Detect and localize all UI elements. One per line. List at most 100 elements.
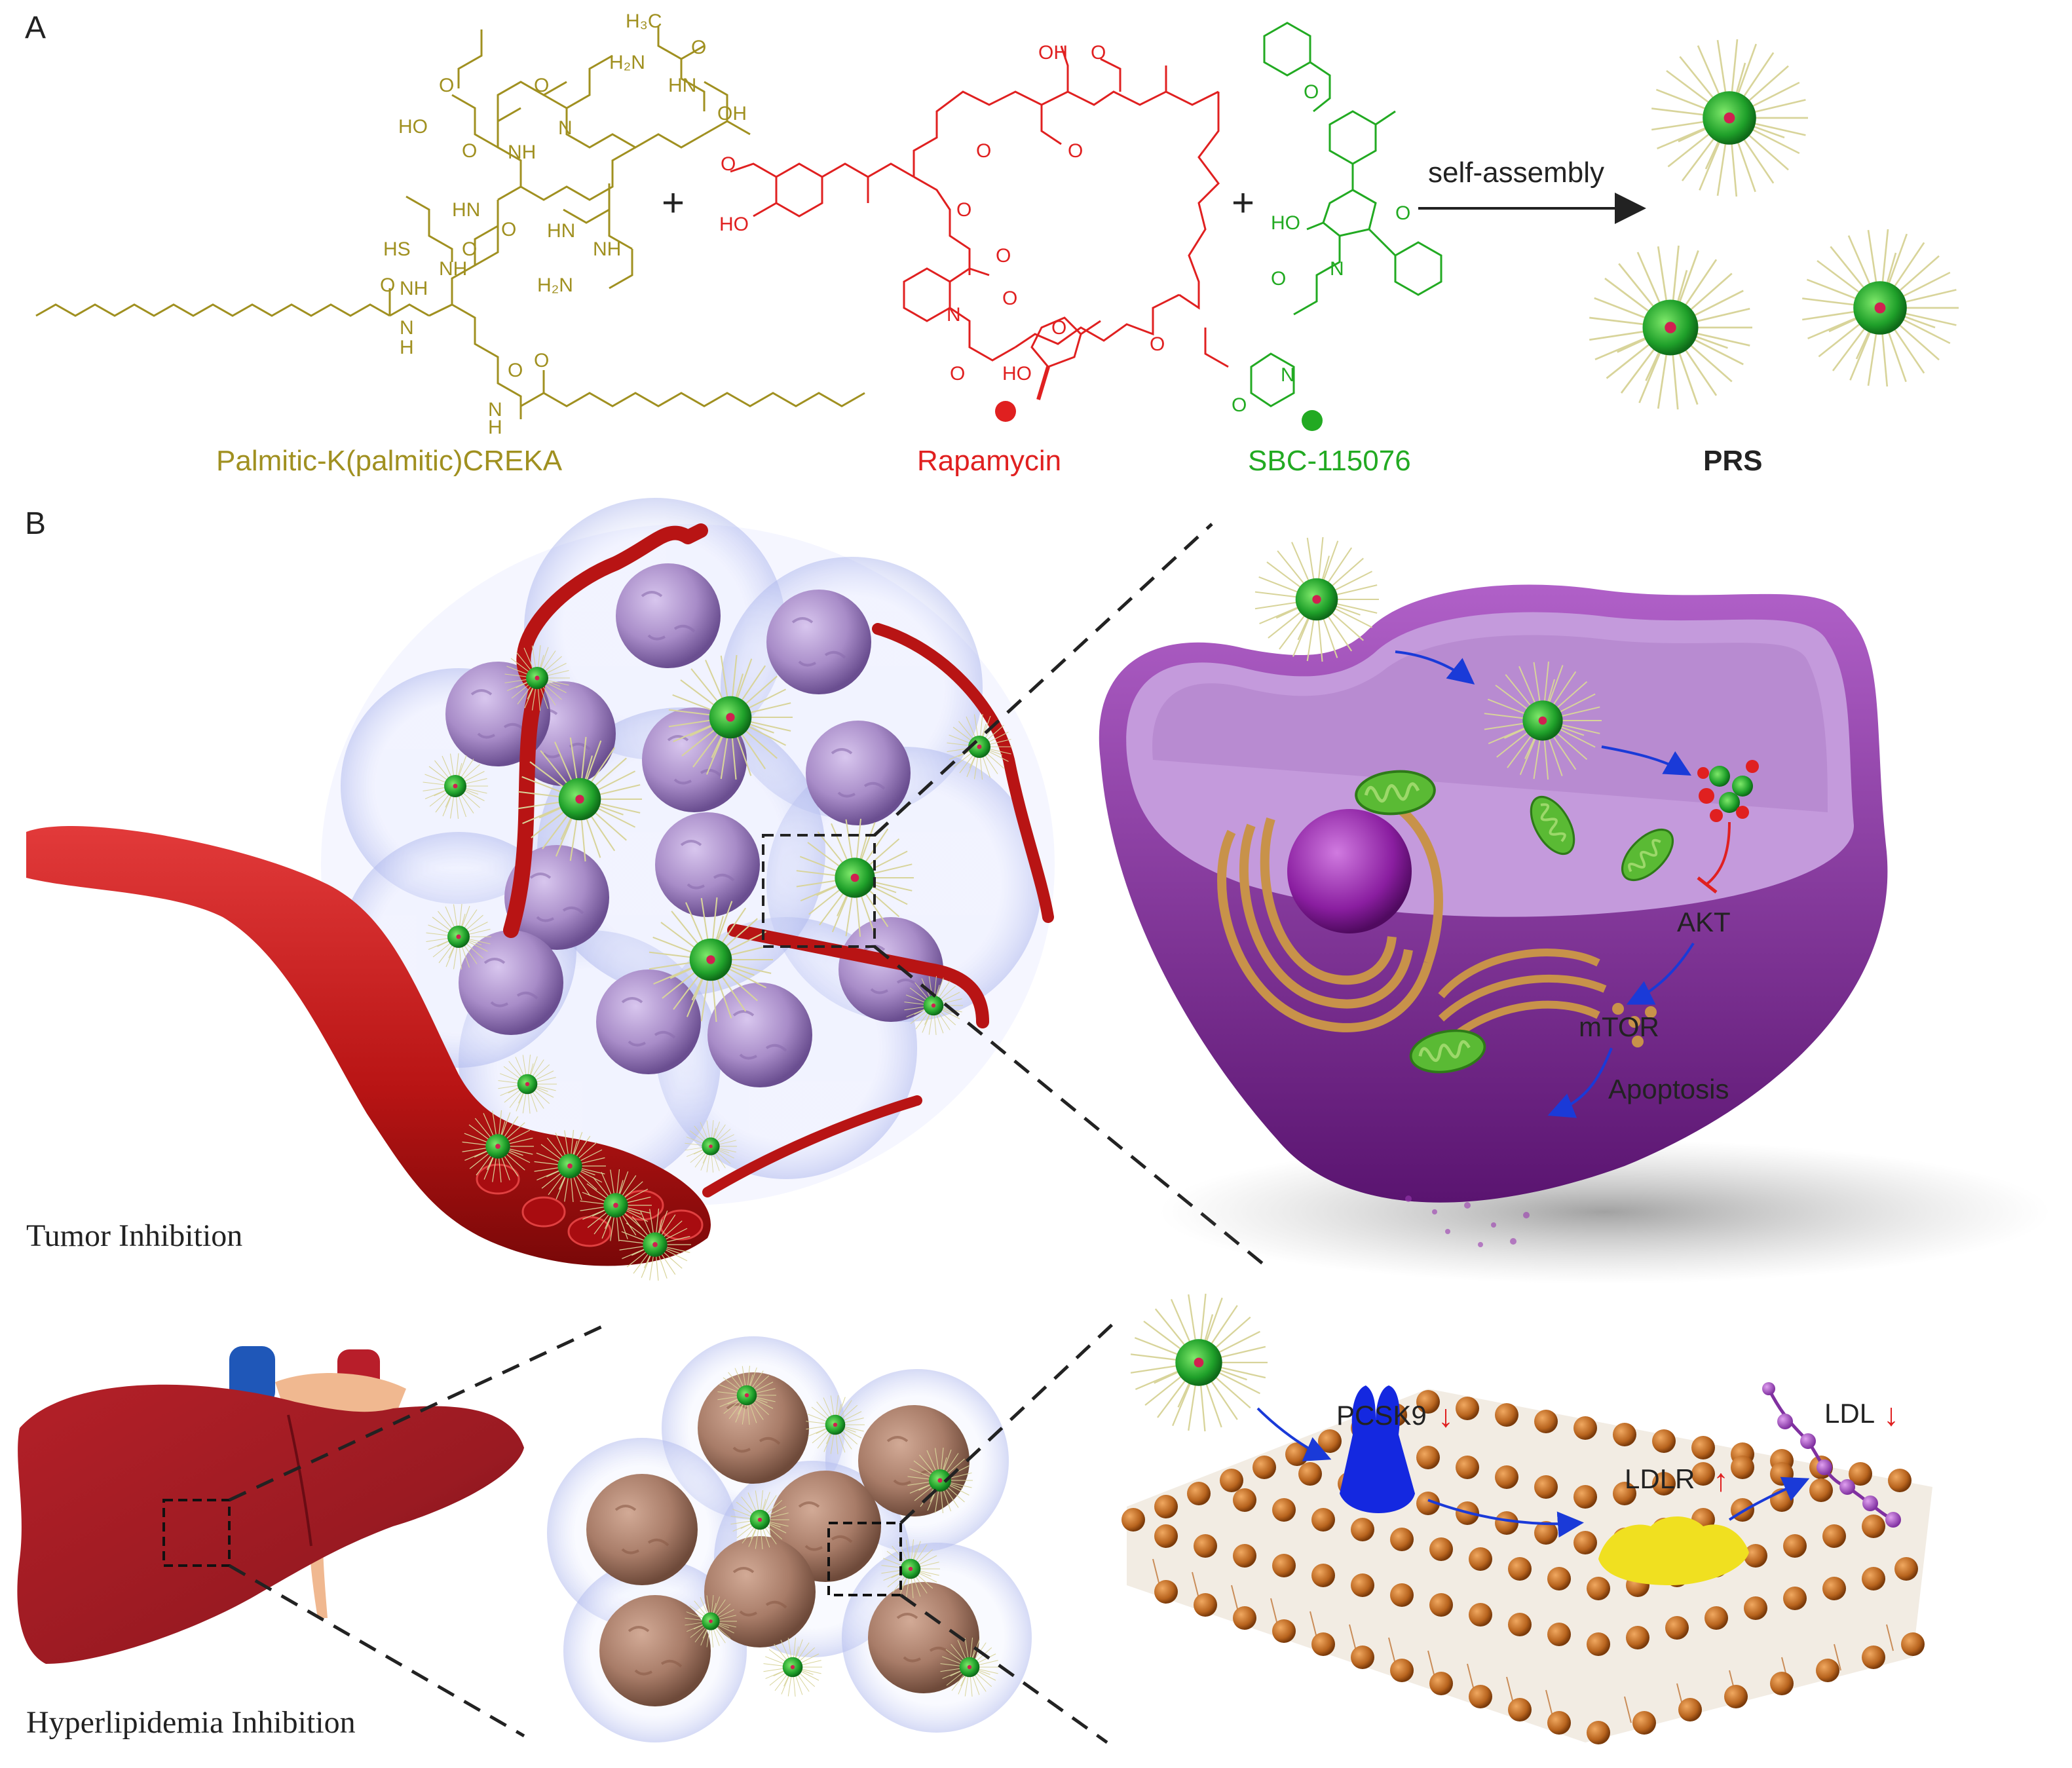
ldl-label: LDL [1824, 1398, 1875, 1429]
nanoparticle-icon [1129, 1292, 1269, 1433]
self-assembly-label: self-assembly [1428, 157, 1604, 189]
chem-label: O [439, 75, 454, 96]
tumor-inhibition-caption: Tumor Inhibition [26, 1218, 242, 1253]
chem-label: O [534, 350, 549, 371]
zoom-line [899, 1593, 1108, 1744]
ldl-pathway-arrows [1256, 1407, 1810, 1538]
chem-label: HO [1002, 363, 1032, 385]
chem-label: O [501, 219, 516, 240]
chem-label: O [1002, 288, 1017, 309]
chem-label: O [1051, 317, 1066, 339]
down-red-arrow-icon: ↓ [1438, 1399, 1454, 1434]
nanoparticle-icon [1650, 38, 1809, 198]
cell-cross-section [1099, 584, 2050, 1284]
pcsk9-label: PCSK9 [1336, 1400, 1427, 1431]
drug-release-icon [1697, 760, 1759, 822]
chem-label: N [488, 399, 502, 421]
zoom-box-hepatocyte [827, 1522, 902, 1596]
nanoparticle-icon [1588, 244, 1754, 411]
plus-sign: + [662, 181, 685, 225]
chem-label: N [400, 317, 414, 339]
chem-label: O [956, 199, 971, 221]
peptide-atom-labels: H₃C H₂N O HN OH HO O O NH N O O NH HN HS… [380, 10, 747, 438]
chem-label: H [400, 337, 414, 358]
inhibition-bar [1697, 876, 1718, 893]
chem-label: NH [508, 141, 536, 163]
sbc-atom-labels: O O HO O N N O [1232, 81, 1410, 416]
chem-label: NH [593, 238, 621, 260]
nanoparticle-icon [1801, 228, 1960, 388]
blood-vessel [26, 523, 1054, 1266]
chem-label: O [380, 274, 395, 296]
chem-label: O [1395, 202, 1410, 224]
sbc-label: SBC-115076 [1248, 445, 1411, 477]
down-red-arrow-icon: ↓ [1883, 1398, 1899, 1433]
zoom-line [899, 1322, 1115, 1524]
rapamycin-atom-labels: OH O O O O HO O O N O HO O O O [719, 42, 1165, 385]
rapamycin-structure [730, 45, 1229, 422]
zoom-box-tumor [762, 834, 876, 948]
chem-label: HN [452, 199, 480, 221]
apoptosis-label: Apoptosis [1608, 1074, 1729, 1104]
chem-label: N [1281, 364, 1295, 386]
prs-nanoparticles [1588, 38, 1960, 411]
chem-label: OH [1038, 42, 1068, 64]
chem-label: O [950, 363, 965, 385]
rapamycin-label: Rapamycin [917, 445, 1061, 477]
sbc-structure [1250, 22, 1442, 431]
chem-label: O [1068, 140, 1083, 162]
chem-label: O [996, 245, 1011, 267]
chem-label: NH [439, 258, 467, 280]
ldlr-protein [1598, 1516, 1749, 1585]
pcsk9-protein [1340, 1385, 1415, 1513]
tumor-cluster [321, 498, 1055, 1205]
ldlr-label: LDLR [1625, 1463, 1695, 1494]
chem-label: H₃C [626, 10, 662, 32]
chem-label: N [947, 304, 961, 326]
chem-label: NH [400, 278, 428, 299]
chem-label: O [508, 360, 523, 381]
chem-label: O [721, 153, 736, 175]
chem-label: HO [1271, 212, 1300, 234]
chem-label: O [462, 140, 477, 162]
chem-label: N [1330, 258, 1344, 280]
chem-label: O [1304, 81, 1319, 103]
chem-label: N [558, 117, 573, 139]
peptide-label: Palmitic-K(palmitic)CREKA [216, 445, 563, 477]
zoom-box-liver [162, 1499, 231, 1567]
chem-label: HO [719, 214, 749, 235]
mtor-label: mTOR [1579, 1011, 1659, 1042]
chem-label: O [1091, 42, 1106, 64]
pathway-arrows [1395, 650, 1695, 1118]
up-red-arrow-icon: ↑ [1713, 1463, 1729, 1498]
hepatocyte-cluster [547, 1336, 1032, 1742]
panel-a-letter: A [25, 10, 46, 45]
chem-label: HN [547, 220, 575, 242]
chem-label: HO [398, 116, 428, 138]
zoom-line [228, 1564, 525, 1738]
liver-illustration [17, 1346, 525, 1664]
chem-label: H₂N [609, 52, 645, 73]
ldl-particle [1762, 1382, 1901, 1528]
chem-label: H₂N [537, 274, 573, 296]
chem-label: HS [383, 238, 411, 260]
inhibition-arrow [1705, 821, 1731, 886]
prs-label: PRS [1703, 445, 1762, 477]
chem-label: O [462, 238, 477, 260]
plus-sign: + [1232, 181, 1254, 225]
panel-b-letter: B [25, 506, 46, 541]
lipid-bilayer [1121, 1389, 1932, 1744]
zoom-line [873, 523, 1213, 837]
chem-label: O [1271, 268, 1286, 290]
chem-label: O [976, 140, 991, 162]
zoom-line [228, 1321, 611, 1502]
chem-label: O [691, 37, 706, 58]
akt-label: AKT [1677, 907, 1731, 937]
peptide-structure [35, 26, 865, 419]
chem-label: OH [717, 103, 747, 124]
chem-label: O [1232, 394, 1247, 416]
chem-label: H [488, 417, 502, 438]
hyperlipidemia-inhibition-caption: Hyperlipidemia Inhibition [26, 1705, 356, 1740]
chem-label: O [534, 75, 549, 96]
chem-label: HN [668, 75, 696, 96]
